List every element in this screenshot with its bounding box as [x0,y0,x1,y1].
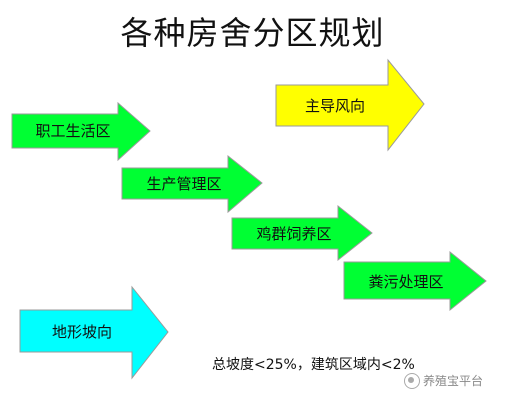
arrow-label-staff: 职工生活区 [35,122,110,140]
arrow-flock-feeding-zone: 鸡群饲养区 [231,204,373,262]
arrow-wind-direction: 主导风向 [275,58,425,152]
arrow-shape-staff [11,101,151,162]
arrow-shape-slope [19,285,169,380]
wechat-icon [404,372,420,389]
arrow-shape-wind [275,58,425,152]
arrow-shape-manure [343,250,487,312]
arrow-production-management-zone: 生产管理区 [121,154,263,214]
slope-note: 总坡度<25%，建筑区域内<2% [212,357,415,373]
arrow-label-wind: 主导风向 [305,97,365,115]
arrow-label-production: 生产管理区 [146,175,221,193]
arrow-staff-living-zone: 职工生活区 [11,101,151,162]
arrow-label-manure: 粪污处理区 [368,273,443,291]
diagram-title: 各种房舍分区规划 [120,14,385,52]
watermark: 养殖宝平台 [404,372,483,389]
watermark-text: 养殖宝平台 [423,374,484,388]
arrow-label-slope: 地形坡向 [52,323,112,341]
arrow-label-flock: 鸡群饲养区 [256,225,331,243]
arrow-shape-production [121,154,263,214]
arrow-shape-flock [231,204,373,262]
arrow-manure-treatment-zone: 粪污处理区 [343,250,487,312]
arrow-terrain-slope: 地形坡向 [19,285,169,380]
